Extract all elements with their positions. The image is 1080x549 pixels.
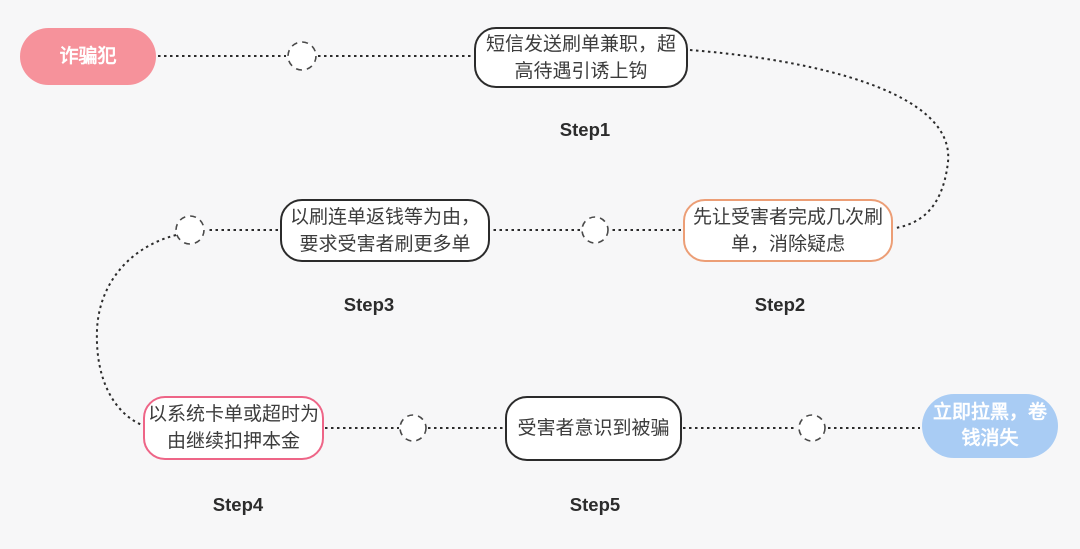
node-step3-line1: 以刷连单返钱等为由， [289,206,480,228]
node-step2-line2: 单，消除疑虑 [730,233,845,255]
node-end: 立即拉黑，卷 钱消失 [922,394,1058,458]
junction-circle-5 [798,414,826,442]
junction-circle-4 [399,414,427,442]
node-step2: 先让受害者完成几次刷 单，消除疑虑 [683,199,893,262]
label-step4: Step4 [212,494,264,515]
node-step3: 以刷连单返钱等为由， 要求受害者刷更多单 [280,199,490,262]
junction-circle-1 [287,41,317,71]
label-step1: Step1 [559,119,611,140]
node-step4: 以系统卡单或超时为 由继续扣押本金 [143,396,324,460]
junction-circle-2 [581,216,609,244]
node-step5-line1: 受害者意识到被骗 [517,418,670,439]
label-step2: Step2 [754,294,806,315]
node-scammer-text: 诈骗犯 [59,45,117,67]
node-step1-line1: 短信发送刷单兼职，超 [485,33,676,55]
node-step1-line2: 高待遇引诱上钩 [514,60,648,82]
node-step3-line2: 要求受害者刷更多单 [299,233,471,255]
node-step5: 受害者意识到被骗 [505,396,682,461]
node-step4-line1: 以系统卡单或超时为 [147,404,319,425]
node-end-line1: 立即拉黑，卷 [932,402,1047,423]
label-step5: Step5 [569,494,621,515]
node-step2-line1: 先让受害者完成几次刷 [692,206,883,228]
node-end-line2: 钱消失 [961,428,1019,449]
node-step1: 短信发送刷单兼职，超 高待遇引诱上钩 [474,27,688,88]
node-scammer: 诈骗犯 [20,28,156,85]
node-step4-line2: 由继续扣押本金 [166,431,300,452]
label-step3: Step3 [343,294,395,315]
junction-circle-3 [175,215,205,245]
